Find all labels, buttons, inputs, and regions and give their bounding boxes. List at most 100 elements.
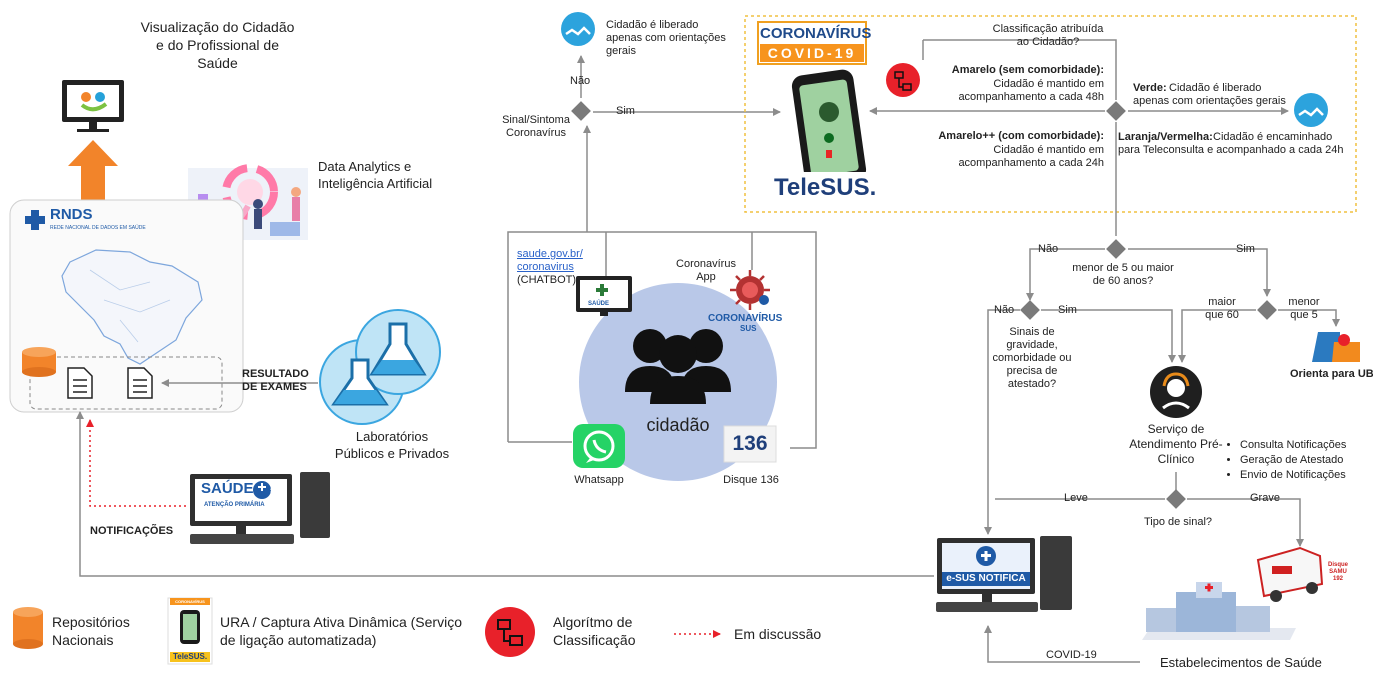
signal-question: Tipo de sinal? [1143, 516, 1213, 528]
severity-no-label: Não [994, 304, 1015, 316]
legend-algorithm-icon [485, 607, 535, 657]
rnds-logo-text: RNDS [50, 206, 93, 223]
top-liberated-cloud-icon [561, 12, 595, 46]
classification-question: Classificação atribuída ao Cidadão? [992, 23, 1104, 48]
document-icon-1 [67, 367, 93, 399]
brazil-map-icon [61, 249, 203, 365]
classification-top-line [923, 39, 1117, 100]
site-link[interactable]: saude.gov.br/ coronavirus [517, 248, 583, 273]
green-liberated-cloud-icon [1294, 93, 1328, 127]
coronavirus-app-icon [730, 270, 770, 310]
severity-no-connector [984, 309, 1020, 535]
legend-ura-label: URA / Captura Ativa Dinâmica (Serviço de… [220, 614, 462, 648]
whatsapp-label: Whatsapp [574, 474, 624, 486]
laranja-title: Laranja/Vermelha: [1118, 131, 1213, 143]
disque-136-icon [723, 425, 777, 463]
pre-clinic-bullets: Consulta Notificações Geração de Atestad… [1226, 438, 1346, 483]
notifications-label: NOTIFICAÇÕES [90, 525, 174, 537]
lab-flasks-icon [319, 309, 441, 425]
establishments-label: Estabelecimentos de Saúde [1160, 655, 1322, 670]
health-buildings-icon [1142, 582, 1296, 640]
saude-monitor-icon [576, 276, 632, 316]
rnds-cross-logo-icon [25, 210, 45, 230]
esus-ab-computer-icon [190, 472, 330, 544]
grave-label: Grave [1250, 492, 1280, 504]
legend-repos-label: Repositórios Nacionais [52, 614, 130, 648]
symptom-no-label: Não [570, 75, 591, 87]
samu-label: Disque SAMU 192 [1327, 562, 1348, 582]
citizen-label: cidadão [646, 415, 710, 435]
classification-diamond [1106, 101, 1126, 121]
repository-cylinder-icon [22, 347, 56, 377]
severity-diamond [1020, 300, 1040, 320]
ambulance-icon [1256, 546, 1324, 602]
older-connector [1178, 309, 1256, 363]
symptom-question: Sinal/Sintoma Coronavírus [502, 114, 570, 139]
telesus-region [744, 15, 1357, 213]
age-no-connector [1026, 248, 1105, 301]
amarelo-pp-title: Amarelo++ (com comorbidade): [938, 130, 1104, 142]
ubs-icon [1312, 332, 1360, 362]
age-no-label: Não [1038, 243, 1059, 255]
disque-label: Disque 136 [723, 474, 779, 486]
covid-label: COVID-19 [1046, 649, 1097, 661]
esus-ab-subtitle: ATENÇÃO PRIMÁRIA [204, 502, 265, 508]
analytics-label: Data Analytics e Inteligência Artificial [318, 159, 433, 191]
verde-title: Verde: [1133, 82, 1167, 94]
signal-type-diamond [1166, 489, 1186, 509]
algorithm-red-icon [886, 63, 920, 97]
severity-question: Sinais de gravidade, comorbidade ou prec… [992, 326, 1072, 390]
severity-yes-connector [1041, 309, 1176, 363]
channels-bracket [507, 231, 817, 449]
age-yes-label: Sim [1236, 243, 1255, 255]
pre-clinic-label: Serviço de Atendimento Pré-Clínico [1129, 422, 1223, 466]
amarelo-text: Cidadão é mantido em acompanhamento a ca… [958, 78, 1104, 103]
older-60-label: maior que 60 [1205, 296, 1239, 321]
notifications-connector [86, 419, 186, 507]
esus-ab-brand-suffix: SUS [270, 488, 285, 495]
document-icon-2 [127, 367, 153, 399]
esus-notifica-computer-icon [936, 536, 1072, 612]
covid-line2: COVID-19 [767, 45, 857, 61]
grave-connector [1187, 498, 1304, 547]
bullet-item: Envio de Notificações [1240, 468, 1346, 483]
older-younger-diamond [1257, 300, 1277, 320]
headset-agent-icon [1150, 366, 1202, 418]
legend-algorithm-label: Algorítmo de Classificação [553, 614, 636, 648]
esus-notifica-label: e-SUS NOTIFICA [946, 573, 1026, 584]
whatsapp-icon [573, 424, 625, 468]
legend-discussion-label: Em discussão [734, 626, 822, 642]
younger-5-label: menor que 5 [1288, 296, 1320, 321]
age-yes-connector [1128, 248, 1271, 297]
esus-ab-brand: SAÚDE [201, 480, 254, 497]
telesus-brand: TeleSUS. [774, 174, 877, 201]
covid-line1: CORONAVÍRUS [760, 25, 872, 42]
app-logo-text: CORONAVÍRUS [708, 313, 783, 324]
amarelo-title: Amarelo (sem comorbidade): [951, 64, 1104, 76]
bullet-item: Geração de Atestado [1240, 453, 1346, 468]
visualization-monitor-icon [62, 80, 124, 132]
severity-yes-label: Sim [1058, 304, 1077, 316]
up-arrow-icon [68, 140, 118, 203]
app-logo-sub: SUS [740, 324, 757, 333]
results-label: RESULTADO DE EXAMES [242, 368, 309, 393]
bullet-item: Consulta Notificações [1240, 438, 1346, 453]
leve-label: Leve [1064, 492, 1088, 504]
laranja-text: Cidadão é encaminhado para Teleconsulta … [1118, 131, 1344, 156]
monitor-brand: SAÚDE [588, 301, 610, 307]
app-label: Coronavírus App [676, 258, 736, 283]
liberated-general-label: Cidadão é liberado apenas com orientaçõe… [606, 19, 726, 57]
chatbot-label: (CHATBOT) [517, 274, 577, 286]
younger-connector [1278, 309, 1340, 327]
age-question: menor de 5 ou maior de 60 anos? [1072, 262, 1174, 287]
legend-telesus-badge-icon [167, 597, 213, 665]
rnds-logo-subtext: REDE NACIONAL DE DADOS EM SAÚDE [50, 225, 146, 231]
legend-repository-icon [13, 607, 43, 649]
amarelo-pp-text: Cidadão é mantido em acompanhamento a ca… [958, 144, 1104, 169]
legend-ura-badge-brand: TeleSUS. [172, 652, 208, 661]
labs-label: Laboratórios Públicos e Privados [334, 429, 450, 461]
citizens-group-icon [625, 329, 731, 404]
telesus-phone-icon [791, 69, 867, 187]
legend-ura-badge-top: CORONAVÍRUS [175, 599, 205, 604]
